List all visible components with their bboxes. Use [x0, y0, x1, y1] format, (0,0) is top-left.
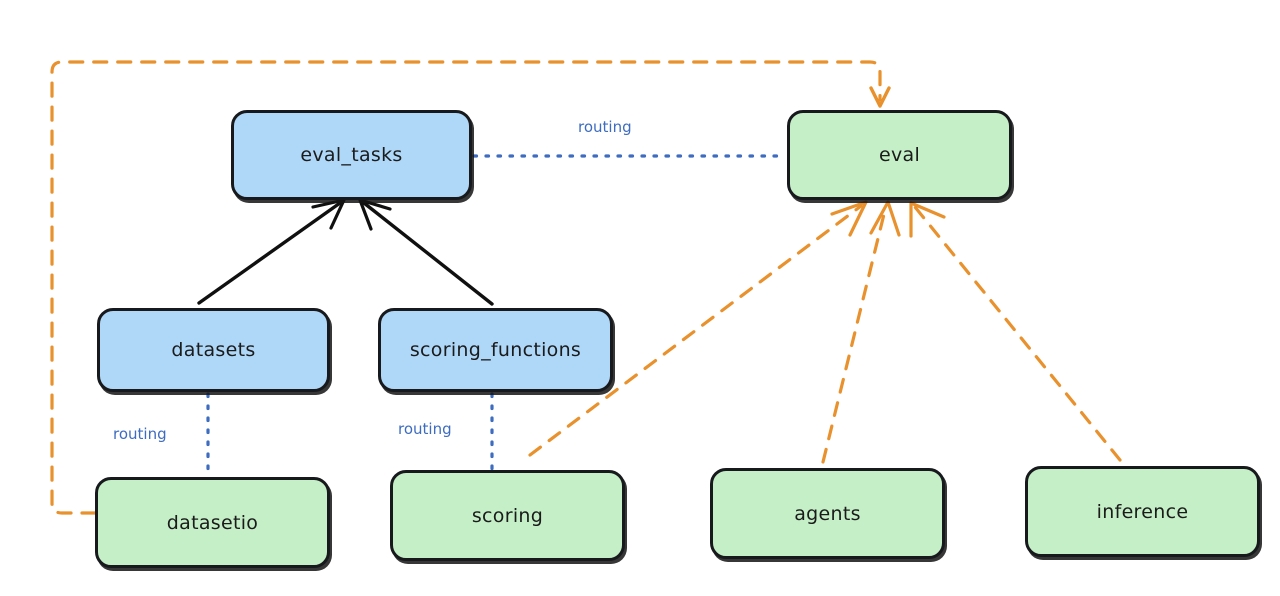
node-eval-tasks[interactable]: eval_tasks: [231, 110, 472, 200]
node-datasetio[interactable]: datasetio: [95, 477, 330, 568]
node-label: datasetio: [166, 511, 259, 534]
edge-label-routing-datasets-datasetio: routing: [113, 425, 167, 443]
edge-inference-to-eval: [909, 201, 1122, 462]
edge-label-routing-eval-tasks-eval: routing: [578, 118, 632, 136]
edge-label-routing-scoring-functions-scoring: routing: [398, 420, 452, 438]
node-label: inference: [1096, 500, 1189, 523]
node-label: datasets: [171, 339, 256, 361]
node-inference[interactable]: inference: [1025, 466, 1260, 557]
node-agents[interactable]: agents: [710, 468, 945, 559]
edge-datasetio-to-eval: [50, 60, 891, 515]
edge-datasets-to-eval_tasks: [197, 198, 346, 305]
edge-agents-to-eval: [821, 200, 901, 464]
node-label: scoring_functions: [409, 339, 582, 361]
edge-scoring-to-eval: [528, 200, 868, 457]
node-label: agents: [794, 502, 861, 525]
node-datasets[interactable]: datasets: [97, 308, 330, 392]
node-label: eval_tasks: [300, 144, 403, 166]
node-label: eval: [878, 144, 921, 166]
edge-scoring_functions-to-eval_tasks: [358, 198, 494, 306]
node-scoring[interactable]: scoring: [390, 470, 625, 561]
node-eval[interactable]: eval: [787, 110, 1012, 200]
node-label: scoring: [471, 504, 544, 527]
node-scoring-functions[interactable]: scoring_functions: [378, 308, 613, 392]
